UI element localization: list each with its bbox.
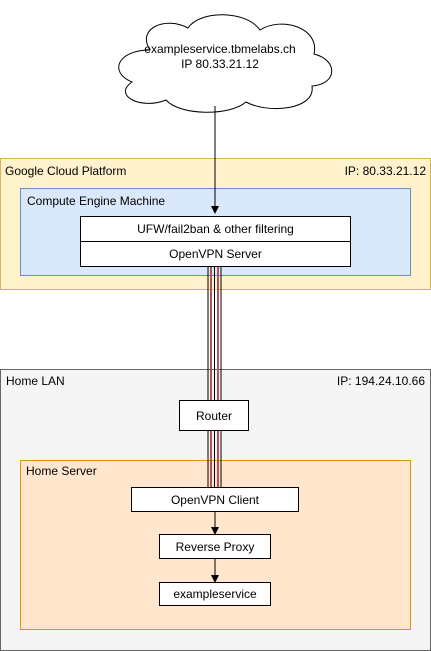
gcp-title: Google Cloud Platform (5, 164, 127, 178)
home-lan-ip: IP: 194.24.10.66 (336, 374, 425, 388)
exampleservice-box: exampleservice (159, 582, 271, 606)
home-server-title: Home Server (26, 464, 97, 478)
home-lan-title: Home LAN (6, 374, 65, 388)
openvpn-client-box: OpenVPN Client (131, 487, 299, 512)
cloud-label: exampleservice.tbmelabs.ch IP 80.33.21.1… (120, 42, 320, 72)
cloud-domain: exampleservice.tbmelabs.ch (144, 42, 296, 56)
cloud-shape (118, 14, 333, 113)
cloud-ip: IP 80.33.21.12 (181, 57, 259, 71)
compute-engine-title: Compute Engine Machine (27, 194, 166, 208)
gcp-ip: IP: 80.33.21.12 (344, 164, 426, 178)
openvpn-server-box: OpenVPN Server (80, 241, 351, 267)
reverse-proxy-box: Reverse Proxy (159, 534, 271, 559)
router-box: Router (179, 400, 249, 431)
filter-box: UFW/fail2ban & other filtering (80, 216, 351, 242)
vpn-tunnel (207, 265, 222, 489)
